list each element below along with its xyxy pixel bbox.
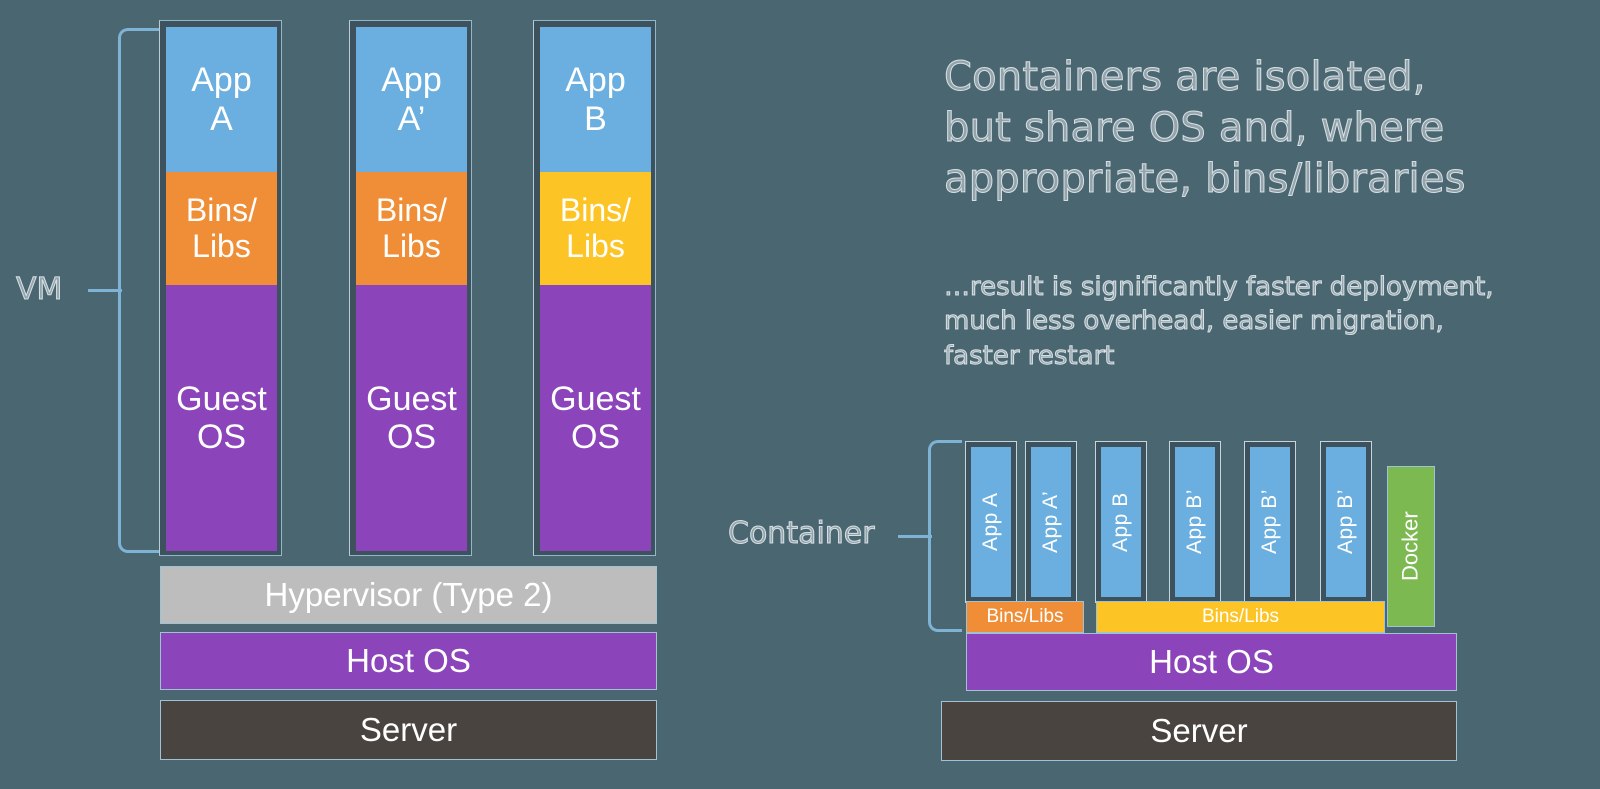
container-app-2: App A’ xyxy=(1031,447,1071,597)
container-group-label: Container xyxy=(728,516,876,552)
container-frame-6: App B’ xyxy=(1320,441,1372,603)
vm-3-app: App B xyxy=(540,27,651,172)
container-frame-5: App B’ xyxy=(1244,441,1296,603)
vm-2-guest-os: Guest OS xyxy=(356,285,467,551)
vm-column-1: App A Bins/ Libs Guest OS xyxy=(159,20,282,556)
container-server-layer: Server xyxy=(941,701,1457,761)
vm-1-app: App A xyxy=(166,27,277,172)
container-host-os-layer: Host OS xyxy=(966,633,1457,691)
vm-3-bins: Bins/ Libs xyxy=(540,172,651,285)
vm-bracket-tick xyxy=(88,289,122,292)
headline-text: Containers are isolated, but share OS an… xyxy=(944,54,1466,203)
vm-server-layer: Server xyxy=(160,700,657,760)
vm-3-guest-os: Guest OS xyxy=(540,285,651,551)
vm-column-2: App A’ Bins/ Libs Guest OS xyxy=(349,20,472,556)
container-frame-4: App B’ xyxy=(1169,441,1221,603)
vm-group-label: VM xyxy=(15,272,63,308)
docker-box: Docker xyxy=(1387,466,1435,627)
vm-2-app: App A’ xyxy=(356,27,467,172)
container-app-6: App B’ xyxy=(1326,447,1366,597)
container-app-3: App B xyxy=(1101,447,1141,597)
container-frame-2: App A’ xyxy=(1025,441,1077,603)
container-frame-3: App B xyxy=(1095,441,1147,603)
container-frame-1: App A xyxy=(965,441,1017,603)
container-app-5: App B’ xyxy=(1250,447,1290,597)
vm-2-bins: Bins/ Libs xyxy=(356,172,467,285)
vm-host-os-layer: Host OS xyxy=(160,632,657,690)
container-app-1: App A xyxy=(971,447,1011,597)
vm-column-3: App B Bins/ Libs Guest OS xyxy=(533,20,656,556)
vm-hypervisor-layer: Hypervisor (Type 2) xyxy=(160,566,657,624)
container-bracket xyxy=(928,440,962,632)
subtext: …result is significantly faster deployme… xyxy=(944,272,1495,372)
container-bins-libs-2: Bins/Libs xyxy=(1096,601,1385,633)
vm-1-guest-os: Guest OS xyxy=(166,285,277,551)
vm-1-bins: Bins/ Libs xyxy=(166,172,277,285)
container-app-4: App B’ xyxy=(1175,447,1215,597)
container-bracket-tick xyxy=(898,535,932,538)
vm-bracket xyxy=(118,28,162,553)
container-bins-libs-1: Bins/Libs xyxy=(966,601,1084,633)
